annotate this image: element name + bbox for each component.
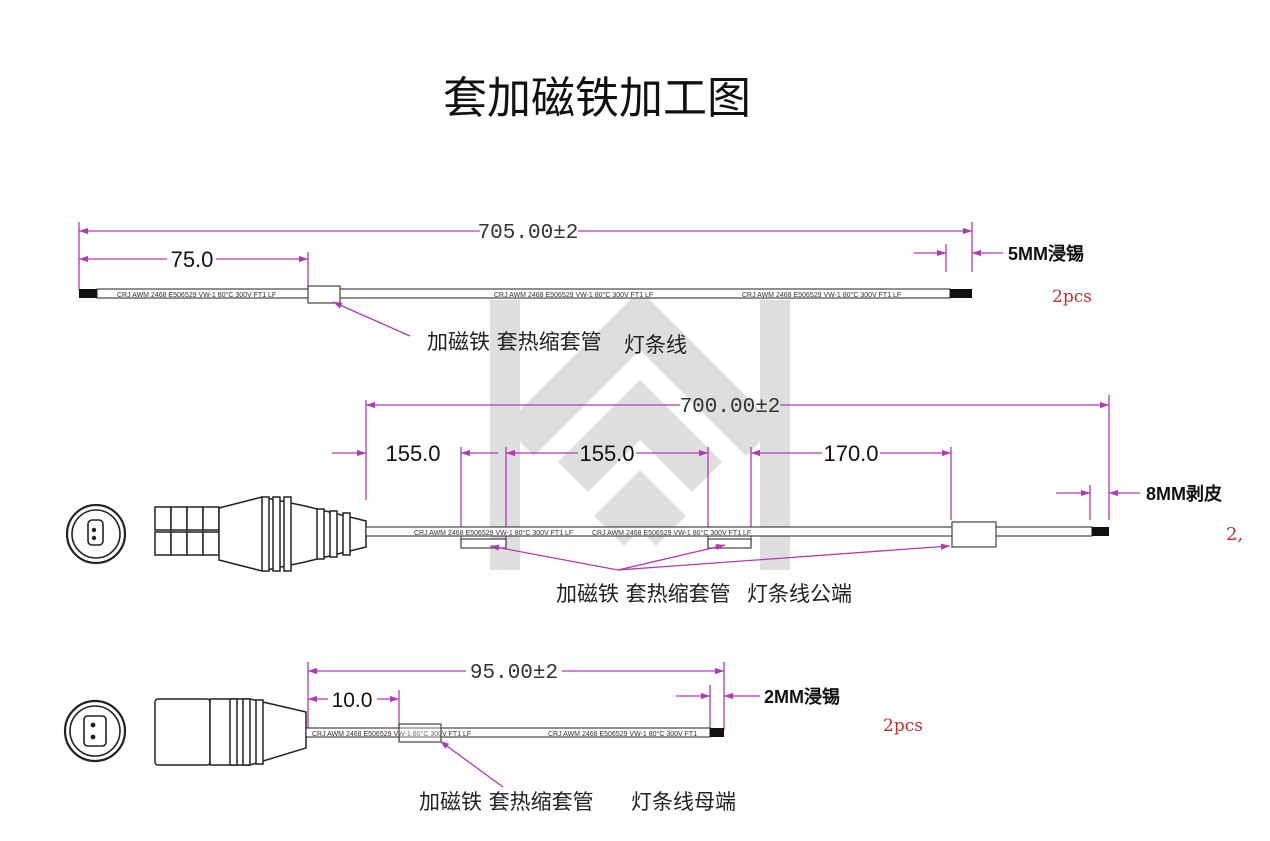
cable-print: CRJ AWM 2468 E506529 VW-1 80°C 300V FT1 … <box>742 291 901 299</box>
dimension-magnet-label: 75.0 <box>171 247 214 272</box>
magnet-sleeve <box>951 521 997 548</box>
quantity-label: 2pcs <box>1052 287 1092 307</box>
cable-print: CRJ AWM 2468 E506529 VW-1 80°C 300V FT1 … <box>494 291 653 299</box>
strip-length-label: 8MM剥皮 <box>1146 483 1222 504</box>
stripped-end <box>1092 527 1109 536</box>
cable-print: CRJ AWM 2468 E506529 VW-1 80°C 300V FT1 … <box>312 730 471 738</box>
dimension-total-label: 95.00±2 <box>470 662 558 685</box>
callout-cable-name: 灯条线 <box>624 333 687 357</box>
dimension-a-label: 155.0 <box>385 441 440 466</box>
magnet-sleeve <box>398 723 442 743</box>
tinned-end <box>79 289 97 298</box>
cable-1-assembly: 705.00±2 75.0 5MM浸锡 2pcs CRJ AWM 2468 E5… <box>78 222 1092 357</box>
callout-leader <box>489 544 619 571</box>
dimension-c-label: 170.0 <box>823 441 878 466</box>
tin-length-label: 2MM浸锡 <box>764 686 840 707</box>
dimension-total-label: 700.00±2 <box>680 396 781 419</box>
callout-leader <box>617 543 726 571</box>
callout-leader <box>617 543 951 571</box>
magnet-sleeve <box>707 538 752 549</box>
callout-cable-name: 灯条线公端 <box>747 582 852 606</box>
callout-leader <box>439 740 504 788</box>
magnet-sleeve <box>460 538 507 549</box>
cable-3-assembly: 95.00±2 10.0 2MM浸锡 2pcs CRJ AWM 2468 E50… <box>63 662 923 814</box>
callout-leader <box>332 301 411 337</box>
tin-length-label: 5MM浸锡 <box>1008 243 1084 264</box>
tinned-end <box>950 289 972 298</box>
callout-magnet-sleeve: 加磁铁 套热缩套管 <box>556 582 731 606</box>
male-connector-face <box>65 503 127 565</box>
cable-print: CRJ AWM 2468 E506529 VW-1 80°C 300V FT1 … <box>592 529 751 537</box>
cable-2-assembly: 700.00±2 155.0 155.0 170.0 8MM剥皮 2, CRJ … <box>65 395 1243 606</box>
quantity-label: 2, <box>1226 524 1243 545</box>
cable-print: CRJ AWM 2468 E506529 VW-1 80°C 300V FT1 … <box>117 291 276 299</box>
female-connector-face <box>63 699 127 763</box>
callout-magnet-sleeve: 加磁铁 套热缩套管 <box>419 790 594 814</box>
magnet-sleeve <box>307 285 341 304</box>
tinned-end <box>710 728 724 737</box>
dimension-magnet-label: 10.0 <box>332 689 373 712</box>
dimension-total-label: 705.00±2 <box>478 222 579 245</box>
cable-print: CRJ AWM 2468 E506529 VW-1 80°C 300V FT1 … <box>414 529 573 537</box>
callout-magnet-sleeve: 加磁铁 套热缩套管 <box>427 330 602 354</box>
quantity-label: 2pcs <box>883 716 923 736</box>
female-plug <box>154 698 307 766</box>
dimension-b-label: 155.0 <box>579 441 634 466</box>
male-plug <box>154 496 367 572</box>
page-title: 套加磁铁加工图 <box>443 73 751 124</box>
cable-print: CRJ AWM 2468 E506529 VW-1 80°C 300V FT1 <box>548 730 697 738</box>
callout-cable-name: 灯条线母端 <box>631 790 736 814</box>
